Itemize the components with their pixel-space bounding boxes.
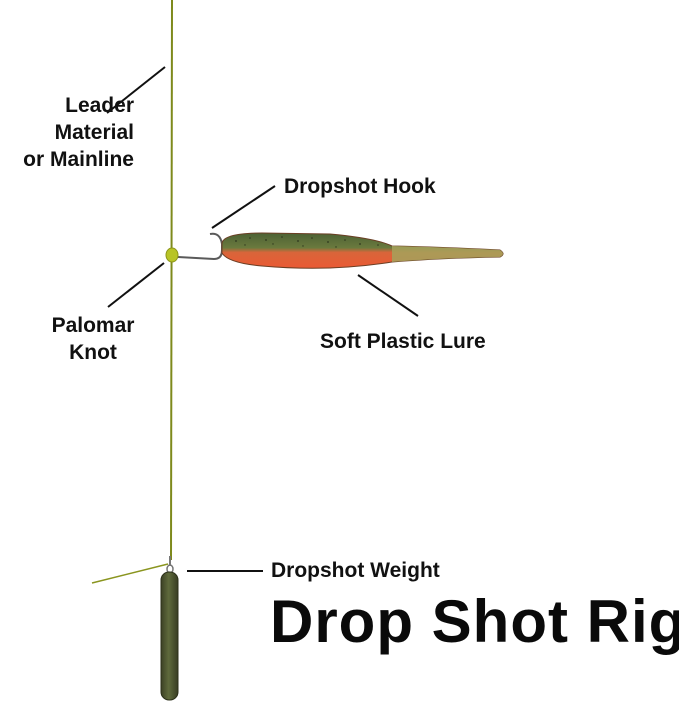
leader-label-line-2: Material: [54, 121, 134, 144]
knot-pointer: [107, 262, 165, 308]
lure-pointer: [357, 274, 419, 317]
dropshot-hook: [177, 232, 223, 261]
dropshot-weight: [160, 571, 179, 701]
weight-label: Dropshot Weight: [271, 559, 440, 582]
diagram-title: Drop Shot Rig: [270, 588, 679, 655]
leader-label-line-3: or Mainline: [23, 148, 134, 171]
lure-speckles: [235, 236, 379, 248]
lure-tail: [392, 246, 503, 262]
hook-pointer: [211, 185, 276, 229]
leader-pointer: [106, 66, 166, 114]
lure-label: Soft Plastic Lure: [320, 330, 486, 353]
knot-label-line-1: Palomar: [51, 314, 135, 337]
leader-label: Leader Material or Mainline: [0, 92, 134, 173]
tag-end-line: [91, 563, 169, 584]
leader-label-line-1: Leader: [65, 94, 134, 117]
main-line: [170, 0, 173, 561]
hook-label: Dropshot Hook: [284, 175, 436, 198]
knot-label: Palomar Knot: [33, 312, 153, 366]
knot-label-line-2: Knot: [69, 341, 117, 364]
palomar-knot: [165, 247, 179, 263]
